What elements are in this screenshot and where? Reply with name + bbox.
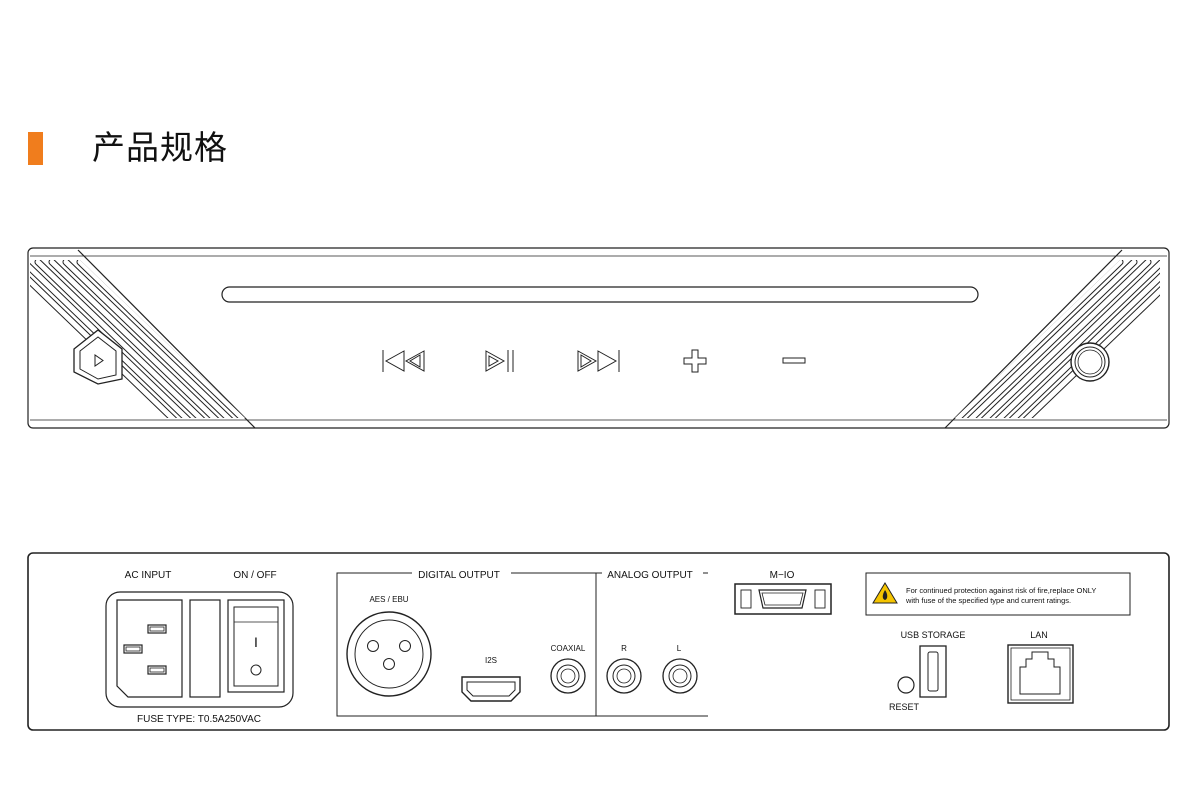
fuse-holder	[189, 599, 221, 698]
disc-slot	[221, 286, 979, 303]
page-title: 产品规格	[92, 128, 228, 167]
rear-panel: AC INPUT ON / OFF I FUSE TYPE: T0.5A250V…	[27, 552, 1170, 731]
i2s-hdmi-connector[interactable]	[461, 676, 521, 702]
play-pause-button[interactable]	[485, 350, 514, 372]
on-off-label: ON / OFF	[233, 570, 276, 581]
rear-panel-outline	[27, 552, 1170, 731]
iec-power-socket[interactable]	[116, 599, 183, 698]
lan-label: LAN	[1030, 630, 1048, 640]
analog-l-rca-connector[interactable]	[662, 658, 698, 694]
next-track-icon	[577, 350, 620, 372]
right-vent-grille	[955, 260, 1160, 418]
coaxial-label: COAXIAL	[551, 644, 586, 653]
plus-icon	[683, 349, 707, 373]
play-pause-icon	[485, 350, 514, 372]
analog-r-rca-connector[interactable]	[606, 658, 642, 694]
warning-label-box	[865, 572, 1131, 616]
round-knob-icon[interactable]	[1070, 342, 1110, 382]
fuse-type-label: FUSE TYPE: T0.5A250VAC	[137, 714, 261, 725]
power-module	[105, 591, 294, 708]
usb-storage-port[interactable]	[919, 645, 947, 698]
usb-storage-label: USB STORAGE	[901, 630, 966, 640]
analog-output-label: ANALOG OUTPUT	[607, 570, 693, 581]
volume-down-button[interactable]	[782, 357, 806, 364]
reset-button[interactable]	[897, 676, 915, 694]
next-track-button[interactable]	[577, 350, 620, 372]
analog-l-label: L	[677, 644, 682, 653]
switch-on-mark: I	[254, 634, 258, 650]
switch-off-mark	[250, 664, 262, 676]
heading-accent-bar	[28, 132, 43, 165]
power-switch[interactable]: I	[227, 599, 285, 693]
front-panel-outline	[27, 247, 1170, 429]
warning-text-line2: with fuse of the specified type and curr…	[905, 596, 1071, 605]
fire-warning-icon	[872, 582, 898, 604]
aes-ebu-label: AES / EBU	[369, 595, 408, 604]
volume-up-button[interactable]	[683, 349, 707, 373]
analog-r-label: R	[621, 644, 627, 653]
ac-input-label: AC INPUT	[125, 570, 172, 581]
play-hexagon-logo-icon	[73, 329, 123, 385]
previous-track-button[interactable]	[382, 350, 425, 372]
reset-label: RESET	[889, 702, 920, 712]
warning-text-line1: For continued protection against risk of…	[906, 586, 1096, 595]
i2s-label: I2S	[485, 656, 497, 665]
m-io-connector[interactable]	[734, 583, 832, 615]
minus-icon	[782, 357, 806, 364]
coaxial-rca-connector[interactable]	[550, 658, 586, 694]
left-vent-grille	[30, 260, 245, 418]
aes-ebu-xlr-connector[interactable]	[346, 611, 432, 697]
m-io-label: M−IO	[770, 570, 795, 581]
digital-output-frame	[336, 572, 597, 717]
digital-output-label: DIGITAL OUTPUT	[418, 570, 500, 581]
front-panel	[27, 247, 1170, 429]
previous-track-icon	[382, 350, 425, 372]
lan-port[interactable]	[1007, 644, 1074, 704]
